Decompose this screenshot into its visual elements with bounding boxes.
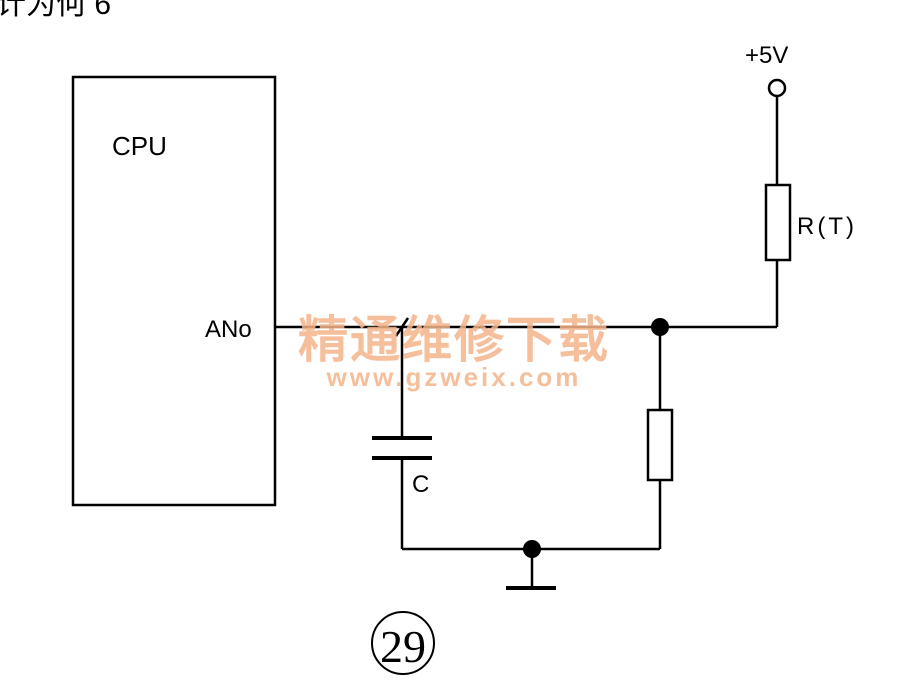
junction-dot-right xyxy=(651,318,669,336)
thermistor-resistor xyxy=(764,183,792,262)
watermark-title: 精通维修下载 xyxy=(298,311,610,369)
figure-number-circle xyxy=(371,611,435,675)
cpu-pin-label: ANo xyxy=(205,316,252,343)
lower-resistor xyxy=(646,408,674,482)
figure-number: 29 xyxy=(380,621,426,672)
supply-label: +5V xyxy=(745,42,788,69)
watermark-url: www.gzweix.com xyxy=(326,362,582,392)
capacitor-label: C xyxy=(412,471,429,498)
supply-terminal xyxy=(767,78,787,98)
top-cropped-text: 计为何 6 xyxy=(0,0,111,21)
cpu-block xyxy=(71,75,277,507)
junction-dot-ground xyxy=(523,540,541,558)
thermistor-label: R(T) xyxy=(797,213,857,240)
cpu-label: CPU xyxy=(112,131,167,161)
